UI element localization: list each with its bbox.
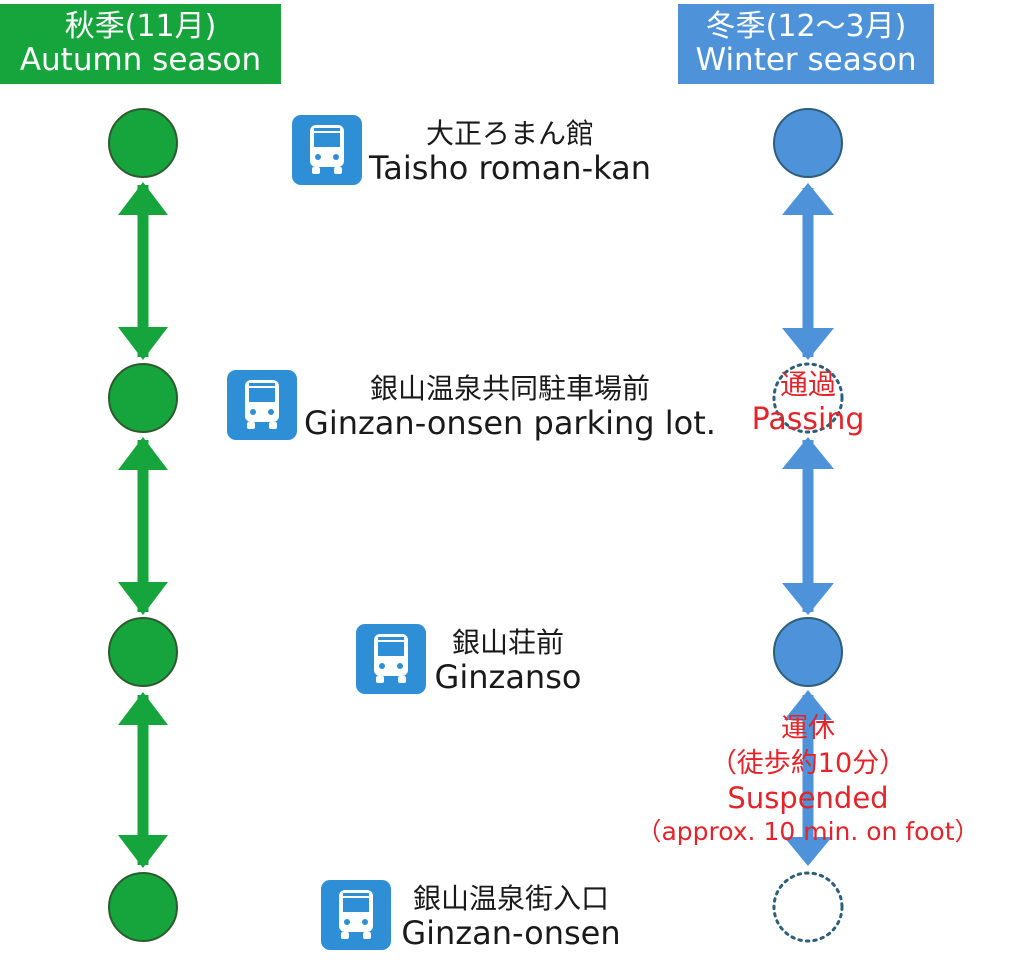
autumn-stop-3 — [108, 617, 178, 687]
stop-4-en: Ginzan-onsen — [401, 914, 621, 953]
winter-arrowhead-3b — [784, 837, 832, 866]
suspended-note: 運休 （徒歩約10分） Suspended （approx. 10 min. o… — [598, 712, 1018, 849]
winter-route — [772, 108, 844, 943]
autumn-arrowhead-3a — [118, 692, 168, 725]
winter-season-header: 冬季(12～3月) Winter season — [678, 4, 934, 84]
stop-label-parking: 銀山温泉共同駐車場前 Ginzan-onsen parking lot. — [300, 372, 720, 443]
bus-stop-icon — [321, 880, 391, 950]
autumn-arrowhead-1b — [118, 327, 168, 360]
stop-1-en: Taisho roman-kan — [369, 149, 651, 188]
autumn-header-jp: 秋季(11月) — [64, 8, 217, 44]
winter-arrowhead-2b — [782, 583, 834, 615]
suspended-jp-sub: （徒歩約10分） — [709, 747, 907, 779]
autumn-arrowhead-3b — [118, 835, 168, 868]
stop-4-jp: 銀山温泉街入口 — [412, 882, 609, 915]
autumn-stop-2 — [108, 363, 178, 433]
stop-2-jp: 銀山温泉共同駐車場前 — [369, 372, 650, 405]
passing-en: Passing — [751, 401, 865, 437]
winter-arrowhead-3a — [784, 690, 832, 720]
bus-stop-icon — [227, 370, 297, 440]
autumn-arrowhead-2a — [118, 437, 168, 470]
autumn-stop-4 — [108, 872, 178, 942]
stop-1-jp: 大正ろまん館 — [425, 117, 594, 150]
winter-stop-2-passing — [772, 362, 844, 434]
winter-arrowhead-1b — [782, 328, 834, 360]
winter-stop-4-suspended — [772, 871, 844, 943]
autumn-season-header: 秋季(11月) Autumn season — [0, 4, 281, 84]
stop-3-en: Ginzanso — [434, 658, 582, 697]
stop-label-taisho: 大正ろまん館 Taisho roman-kan — [366, 117, 654, 188]
autumn-route — [108, 108, 178, 942]
passing-note: 通過 Passing — [738, 368, 878, 438]
suspended-jp: 運休 — [781, 713, 835, 744]
suspended-en-sub: （approx. 10 min. on foot） — [636, 817, 980, 847]
winter-stop-1 — [773, 108, 843, 178]
stop-2-en: Ginzan-onsen parking lot. — [304, 404, 716, 443]
autumn-arrowhead-1a — [118, 182, 168, 215]
stop-label-ginzanso: 銀山荘前 Ginzanso — [432, 626, 584, 697]
autumn-header-en: Autumn season — [19, 42, 262, 79]
winter-stop-3 — [773, 617, 843, 687]
winter-arrowhead-2a — [782, 437, 834, 469]
autumn-stop-1 — [108, 108, 178, 178]
winter-header-en: Winter season — [695, 42, 917, 79]
autumn-arrowhead-2b — [118, 582, 168, 615]
stop-label-ginzan-onsen: 銀山温泉街入口 Ginzan-onsen — [396, 882, 626, 953]
suspended-en: Suspended — [727, 781, 889, 816]
bus-stop-icon — [292, 115, 362, 185]
winter-arrowhead-1a — [782, 183, 834, 215]
stop-3-jp: 銀山荘前 — [451, 626, 564, 659]
bus-stop-icon — [356, 624, 426, 694]
winter-header-jp: 冬季(12～3月) — [705, 8, 907, 44]
passing-jp: 通過 — [779, 368, 836, 401]
